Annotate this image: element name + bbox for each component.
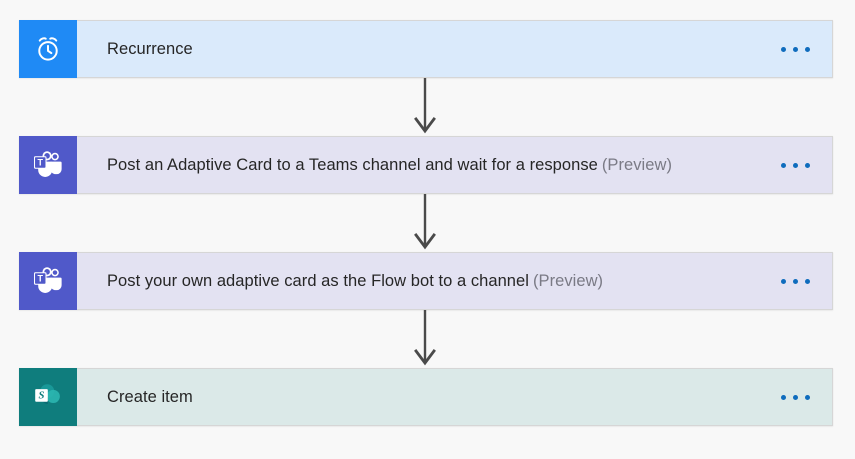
flow-node-title-text: Post your own adaptive card as the Flow … bbox=[107, 271, 529, 290]
flow-node-overflow-menu-button[interactable] bbox=[765, 278, 810, 284]
microsoft-teams-icon: T bbox=[19, 136, 77, 194]
ellipsis-dot-icon bbox=[805, 394, 810, 400]
ellipsis-dot-icon bbox=[793, 162, 798, 168]
flow-node-title: Recurrence bbox=[107, 40, 197, 59]
flow-node-title: Create item bbox=[107, 388, 197, 407]
ellipsis-dot-icon bbox=[793, 278, 798, 284]
flow-node-title-text: Recurrence bbox=[107, 39, 193, 58]
ellipsis-dot-icon bbox=[781, 278, 786, 284]
flow-node-recurrence[interactable]: Recurrence bbox=[19, 20, 833, 78]
flow-node-post-adaptive-card-wait[interactable]: T Post an Adaptive Card to a Teams chann… bbox=[19, 136, 833, 194]
flow-node-preview-tag: (Preview) bbox=[532, 271, 604, 290]
flow-node-title-text: Create item bbox=[107, 387, 193, 406]
ellipsis-dot-icon bbox=[781, 394, 786, 400]
flow-node-preview-tag: (Preview) bbox=[601, 155, 672, 174]
flow-node-preview-tag bbox=[193, 40, 197, 58]
flow-connector-arrow-down bbox=[411, 310, 439, 368]
svg-text:T: T bbox=[38, 274, 44, 284]
flow-node-post-own-adaptive-card[interactable]: T Post your own adaptive card as the Flo… bbox=[19, 252, 833, 310]
arrow-down-icon bbox=[414, 310, 436, 366]
flow-node-body: Post your own adaptive card as the Flow … bbox=[77, 253, 832, 309]
svg-text:T: T bbox=[38, 158, 44, 168]
ellipsis-dot-icon bbox=[793, 394, 798, 400]
flow-node-preview-tag bbox=[193, 388, 197, 406]
ellipsis-dot-icon bbox=[781, 46, 786, 52]
flow-connector-arrow-down bbox=[411, 78, 439, 136]
ellipsis-dot-icon bbox=[805, 278, 810, 284]
flow-node-body: Create item bbox=[77, 369, 832, 425]
sharepoint-icon: S bbox=[19, 368, 77, 426]
flow-node-overflow-menu-button[interactable] bbox=[765, 394, 810, 400]
ellipsis-dot-icon bbox=[805, 46, 810, 52]
flow-node-overflow-menu-button[interactable] bbox=[765, 162, 810, 168]
arrow-down-icon bbox=[414, 78, 436, 134]
ellipsis-dot-icon bbox=[781, 162, 786, 168]
flow-node-body: Post an Adaptive Card to a Teams channel… bbox=[77, 137, 832, 193]
flow-node-body: Recurrence bbox=[77, 21, 832, 77]
flow-connector-arrow-down bbox=[411, 194, 439, 252]
microsoft-teams-icon: T bbox=[19, 252, 77, 310]
ellipsis-dot-icon bbox=[793, 46, 798, 52]
flow-node-create-item[interactable]: S Create item bbox=[19, 368, 833, 426]
flow-node-title-text: Post an Adaptive Card to a Teams channel… bbox=[107, 155, 598, 174]
svg-text:S: S bbox=[39, 389, 45, 401]
flow-node-title: Post your own adaptive card as the Flow … bbox=[107, 272, 603, 291]
flow-node-overflow-menu-button[interactable] bbox=[765, 46, 810, 52]
arrow-down-icon bbox=[414, 194, 436, 250]
flow-node-title: Post an Adaptive Card to a Teams channel… bbox=[107, 156, 672, 175]
ellipsis-dot-icon bbox=[805, 162, 810, 168]
alarm-clock-icon bbox=[19, 20, 77, 78]
